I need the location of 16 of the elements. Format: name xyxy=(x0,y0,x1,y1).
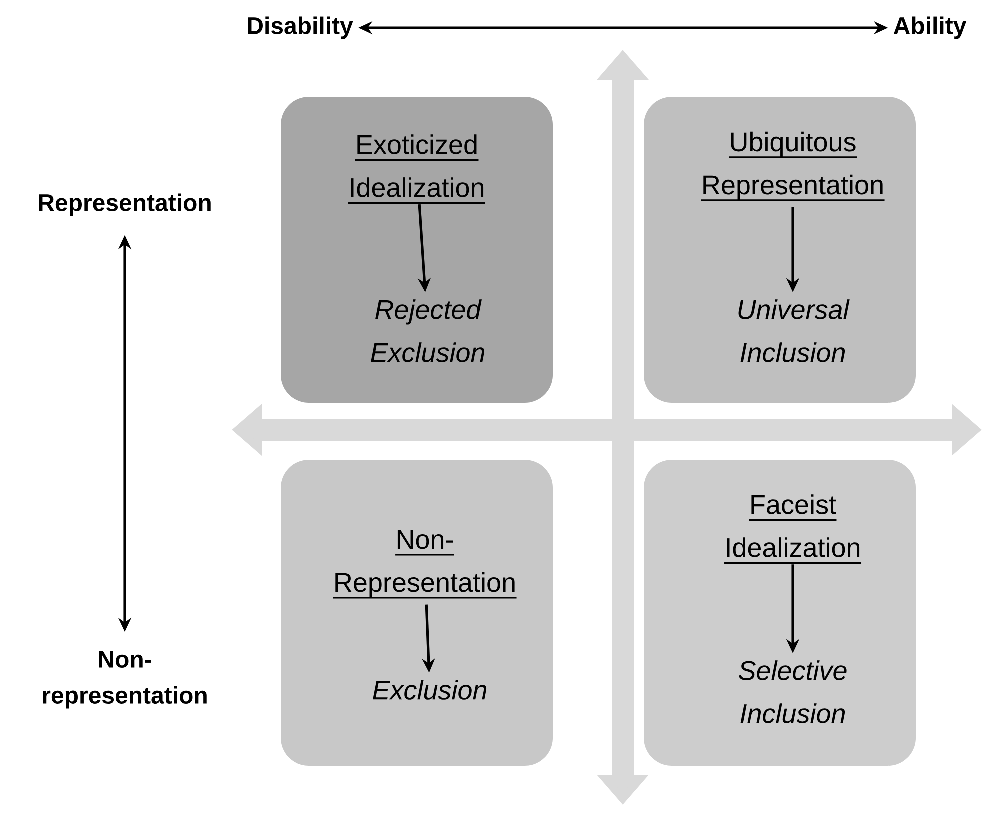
axis-label: Disability xyxy=(248,16,354,40)
quadrant-box xyxy=(281,460,553,766)
quadrant-outcome: Universal Inclusion xyxy=(738,300,850,362)
quadrant-heading: Exoticized Idealization xyxy=(351,134,484,198)
axis-label: Non- representation xyxy=(43,651,207,709)
quadrant-heading: Ubiquitous Representation xyxy=(704,132,883,200)
quadrant-outcome: Exclusion xyxy=(373,680,487,700)
axis-label: Representation xyxy=(39,194,211,216)
quadrant-box xyxy=(281,97,553,403)
quadrant-heading: Faceist Idealization xyxy=(727,494,860,558)
quadrant-box xyxy=(644,460,916,766)
quadrant-box xyxy=(644,97,916,403)
quadrant-outcome: Rejected Exclusion xyxy=(371,300,485,362)
axis-label: Ability xyxy=(894,16,967,40)
quadrant-heading: Non- Representation xyxy=(336,530,515,598)
quadrant-outcome: Selective Inclusion xyxy=(739,660,847,724)
